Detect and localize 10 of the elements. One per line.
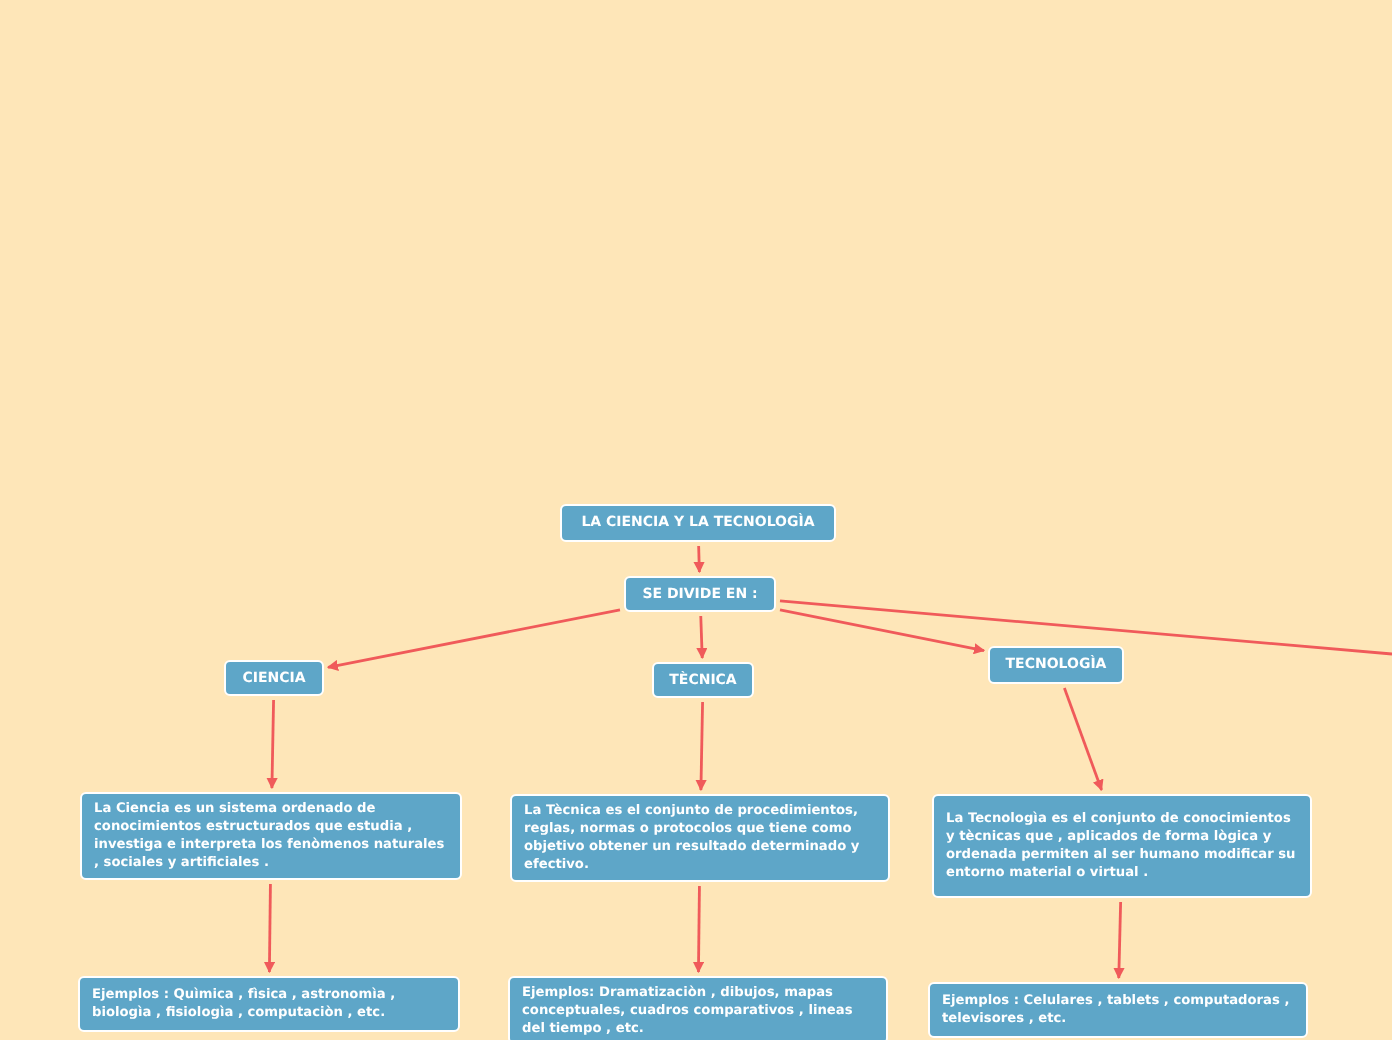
arrow	[696, 615, 708, 660]
arrow	[326, 608, 621, 671]
arrow	[779, 608, 986, 655]
arrow	[692, 886, 705, 974]
arrow	[695, 701, 707, 792]
arrow	[1063, 687, 1104, 792]
arrow	[263, 884, 276, 974]
arrow	[266, 699, 278, 790]
arrow	[1113, 901, 1125, 980]
arrow	[693, 545, 705, 574]
